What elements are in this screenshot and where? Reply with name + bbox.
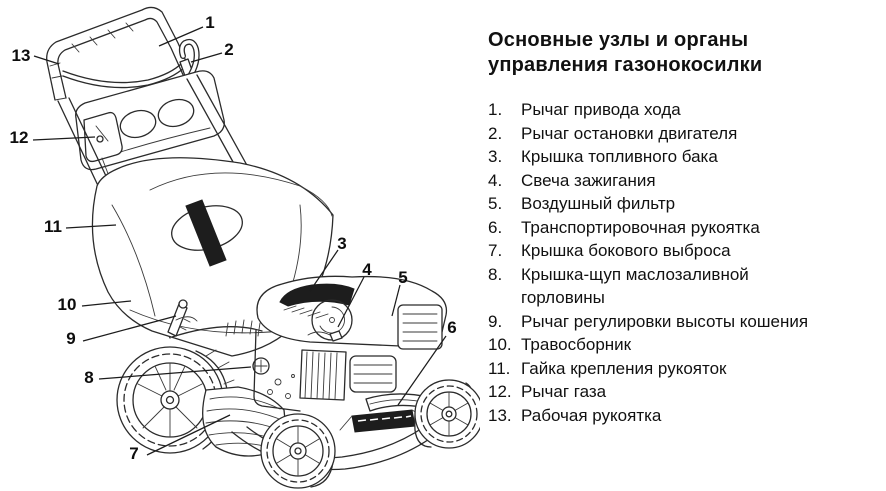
item-label: Рычаг остановки двигателя [521, 123, 738, 143]
item-label: Крышка бокового выброса [521, 241, 731, 260]
callouts: 1 2 3 4 5 6 7 8 9 10 11 12 13 [10, 13, 457, 463]
rear-wheel [116, 346, 238, 454]
height-adjust-lever [167, 299, 198, 337]
svg-text:12: 12 [10, 128, 29, 147]
lawnmower-diagram: 1 2 3 4 5 6 7 8 9 10 11 12 13 [10, 6, 480, 489]
item-label: Крышка-щуп маслозаливной горловины [521, 264, 749, 308]
item-label: Гайка крепления рукояток [521, 358, 727, 378]
item-number: 1. [488, 100, 503, 119]
svg-text:4: 4 [362, 260, 372, 279]
item-label: Крышка топливного бака [521, 147, 718, 166]
front-wheel-right [414, 379, 480, 449]
svg-text:7: 7 [129, 444, 138, 463]
parts-list: 1. Рычаг привода хода 2. Рычаг остановки д… [488, 98, 882, 427]
cooling-fins [299, 349, 347, 401]
item-number: 13. [488, 405, 512, 425]
svg-text:6: 6 [447, 318, 456, 337]
item-label: Рычаг регулировки высоты кошения [521, 311, 809, 331]
legend-panel: Основные узлы и органы управления газоно… [488, 28, 882, 427]
callout-12: 12 [10, 128, 96, 147]
item-label: Рабочая рукоятка [521, 405, 662, 425]
working-handle [46, 6, 193, 101]
svg-text:13: 13 [12, 46, 31, 65]
item-number: 6. [488, 217, 503, 237]
engine [252, 275, 448, 412]
list-item: 13. Рабочая рукоятка [488, 404, 882, 428]
air-filter [397, 304, 443, 350]
list-item: 11. Гайка крепления рукояток [488, 357, 882, 381]
deck-rear-edge [171, 319, 263, 338]
callout-8: 8 [84, 366, 252, 387]
title-line-2: управления газонокосилки [488, 54, 763, 76]
oil-filler-cap [252, 357, 270, 375]
callout-5: 5 [391, 268, 408, 317]
list-item: 3. Крышка топливного бака [488, 145, 882, 169]
list-item: 8. Крышка-щуп маслозаливной горловины [488, 263, 882, 310]
svg-text:3: 3 [337, 234, 346, 253]
list-item: 7. Крышка бокового выброса [488, 239, 882, 263]
item-label: Свеча зажигания [521, 170, 656, 190]
item-label: Рычаг привода хода [521, 100, 681, 119]
callout-7: 7 [129, 414, 231, 463]
svg-text:5: 5 [398, 268, 407, 287]
spark-plug [307, 330, 343, 342]
callout-11: 11 [44, 217, 117, 236]
front-wheel-left [260, 413, 336, 489]
item-number: 5. [488, 194, 503, 213]
list-item: 2. Рычаг остановки двигателя [488, 122, 882, 146]
list-item: 10. Травосборник [488, 333, 882, 357]
list-item: 6. Транспортировочная рукоятка [488, 216, 882, 240]
callout-4: 4 [337, 260, 372, 328]
item-number: 3. [488, 147, 503, 166]
item-label: Рычаг газа [521, 382, 607, 401]
item-label: Транспортировочная рукоятка [521, 217, 760, 237]
callout-1: 1 [158, 13, 215, 47]
item-number: 4. [488, 170, 503, 190]
callout-3: 3 [309, 234, 347, 292]
svg-text:9: 9 [66, 329, 75, 348]
list-item: 12. Рычаг газа [488, 380, 882, 404]
callout-9: 9 [66, 315, 177, 348]
item-number: 8. [488, 264, 503, 284]
callout-6: 6 [397, 318, 457, 406]
item-number: 7. [488, 241, 503, 260]
callout-2: 2 [190, 40, 234, 63]
item-label: Травосборник [521, 335, 632, 354]
svg-text:11: 11 [44, 217, 62, 236]
item-number: 9. [488, 311, 503, 331]
item-label: Воздушный фильтр [521, 194, 676, 213]
list-item: 1. Рычаг привода хода [488, 98, 882, 122]
item-number: 12. [488, 382, 512, 401]
item-number: 2. [488, 123, 503, 143]
item-number: 10. [488, 335, 512, 354]
svg-text:2: 2 [224, 40, 233, 59]
callout-10: 10 [58, 295, 132, 314]
item-number: 11. [488, 358, 511, 378]
svg-text:10: 10 [58, 295, 77, 314]
list-item: 9. Рычаг регулировки высоты кошения [488, 310, 882, 334]
svg-text:8: 8 [84, 368, 93, 387]
page-title: Основные узлы и органы управления газоно… [488, 28, 882, 78]
list-item: 5. Воздушный фильтр [488, 192, 882, 216]
title-line-1: Основные узлы и органы [488, 29, 749, 51]
callout-13: 13 [12, 46, 60, 65]
svg-text:1: 1 [205, 13, 214, 32]
muffler [349, 355, 397, 393]
list-item: 4. Свеча зажигания [488, 169, 882, 193]
